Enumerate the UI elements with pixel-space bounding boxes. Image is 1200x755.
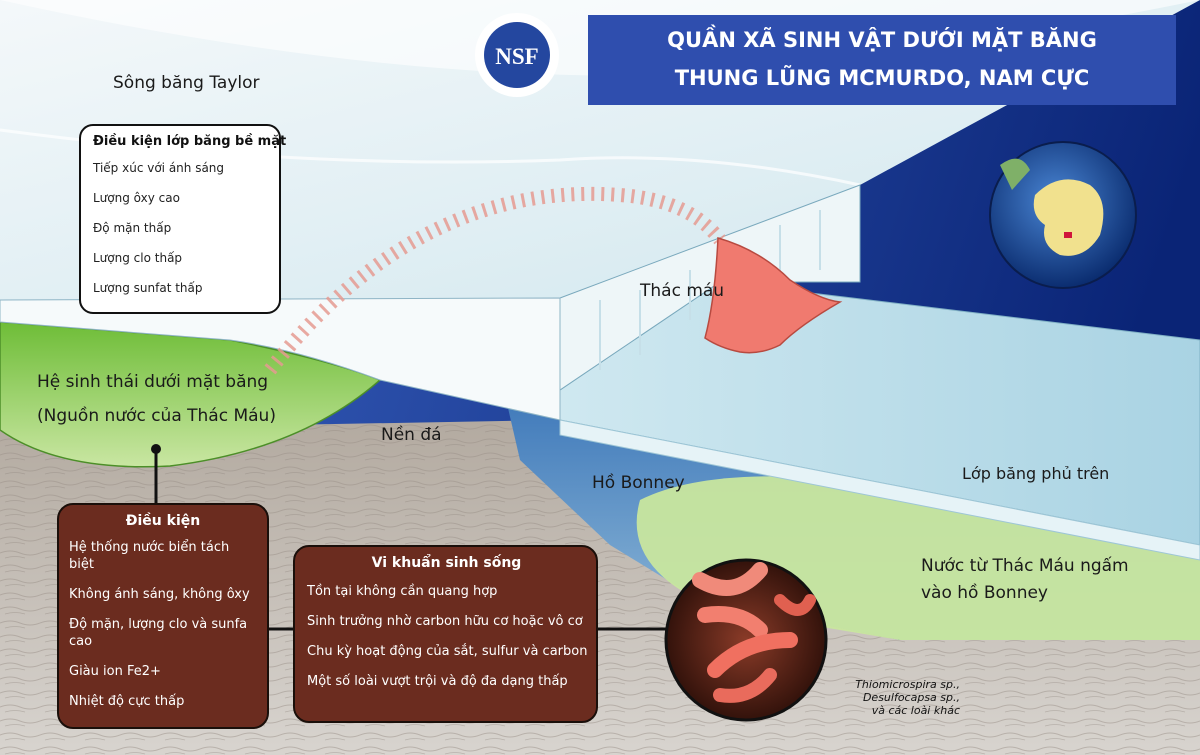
surface-condition-item: Tiếp xúc với ánh sáng [93,161,225,175]
ecosystem-label-1: Hệ sinh thái dưới mặt băng [37,372,269,392]
surface-condition-item: Lượng sunfat thấp [93,281,203,295]
bacteria-micrograph [664,558,828,722]
bacteria-item: Một số loài vượt trội và độ đa dạng thấp [307,674,568,689]
condition-item: Không ánh sáng, không ôxy [69,587,250,602]
ecosystem-label-2: (Nguồn nước của Thác Máu) [37,406,276,426]
antarctica-globe [989,141,1137,289]
conditions-box: Điều kiện Hệ thống nước biển tách biệt K… [57,503,269,729]
blood-falls-label: Thác máu [640,281,725,301]
bacteria-item: Sinh trưởng nhờ carbon hữu cơ hoặc vô cơ [307,614,583,629]
lake-label: Hồ Bonney [592,473,685,493]
seep-label-2: vào hồ Bonney [921,583,1048,603]
species-line-1: Thiomicrospira sp., [855,678,960,691]
surface-condition-item: Độ mặn thấp [93,221,172,235]
condition-item: Hệ thống nước biển tách biệt [69,540,230,572]
bacteria-box: Vi khuẩn sinh sống Tồn tại không cần qua… [293,545,598,723]
surface-condition-item: Lượng clo thấp [93,251,183,265]
title-line-1: QUẦN XÃ SINH VẬT DƯỚI MẶT BĂNG [667,28,1097,52]
species-line-2: Desulfocapsa sp., [862,691,960,704]
condition-item: Nhiệt độ cực thấp [69,694,185,709]
conditions-heading: Điều kiện [125,513,201,529]
surface-conditions-heading: Điều kiện lớp băng bề mặt [93,134,287,149]
bacteria-heading: Vi khuẩn sinh sống [371,555,522,571]
blood-falls [704,237,843,354]
bacteria-item: Tồn tại không cần quang hợp [307,584,498,599]
condition-item: Độ mặn, lượng clo và sunfa cao [69,617,248,649]
svg-text:NSF: NSF [495,44,538,69]
nsf-logo: NSF [475,13,559,97]
condition-item: Giàu ion Fe2+ [69,664,161,679]
subglacial-ecosystem [0,321,382,468]
title-line-2: THUNG LŨNG MCMURDO, NAM CỰC [674,66,1090,90]
ice-cover-label: Lớp băng phủ trên [962,464,1110,483]
surface-condition-item: Lượng ôxy cao [93,191,180,205]
glacier-side [0,297,561,421]
seep-label-1: Nước từ Thác Máu ngấm [921,556,1129,576]
species-caption: Thiomicrospira sp., Desulfocapsa sp., và… [820,678,960,717]
bedrock-label: Nền đá [381,425,442,445]
surface-conditions-box: Điều kiện lớp băng bề mặt Tiếp xúc với á… [79,124,287,314]
bacteria-item: Chu kỳ hoạt động của sắt, sulfur và carb… [307,644,588,659]
glacier-label: Sông băng Taylor [113,73,260,93]
species-line-3: và các loài khác [871,704,960,717]
title-box: QUẦN XÃ SINH VẬT DƯỚI MẶT BĂNG THUNG LŨN… [588,15,1176,105]
